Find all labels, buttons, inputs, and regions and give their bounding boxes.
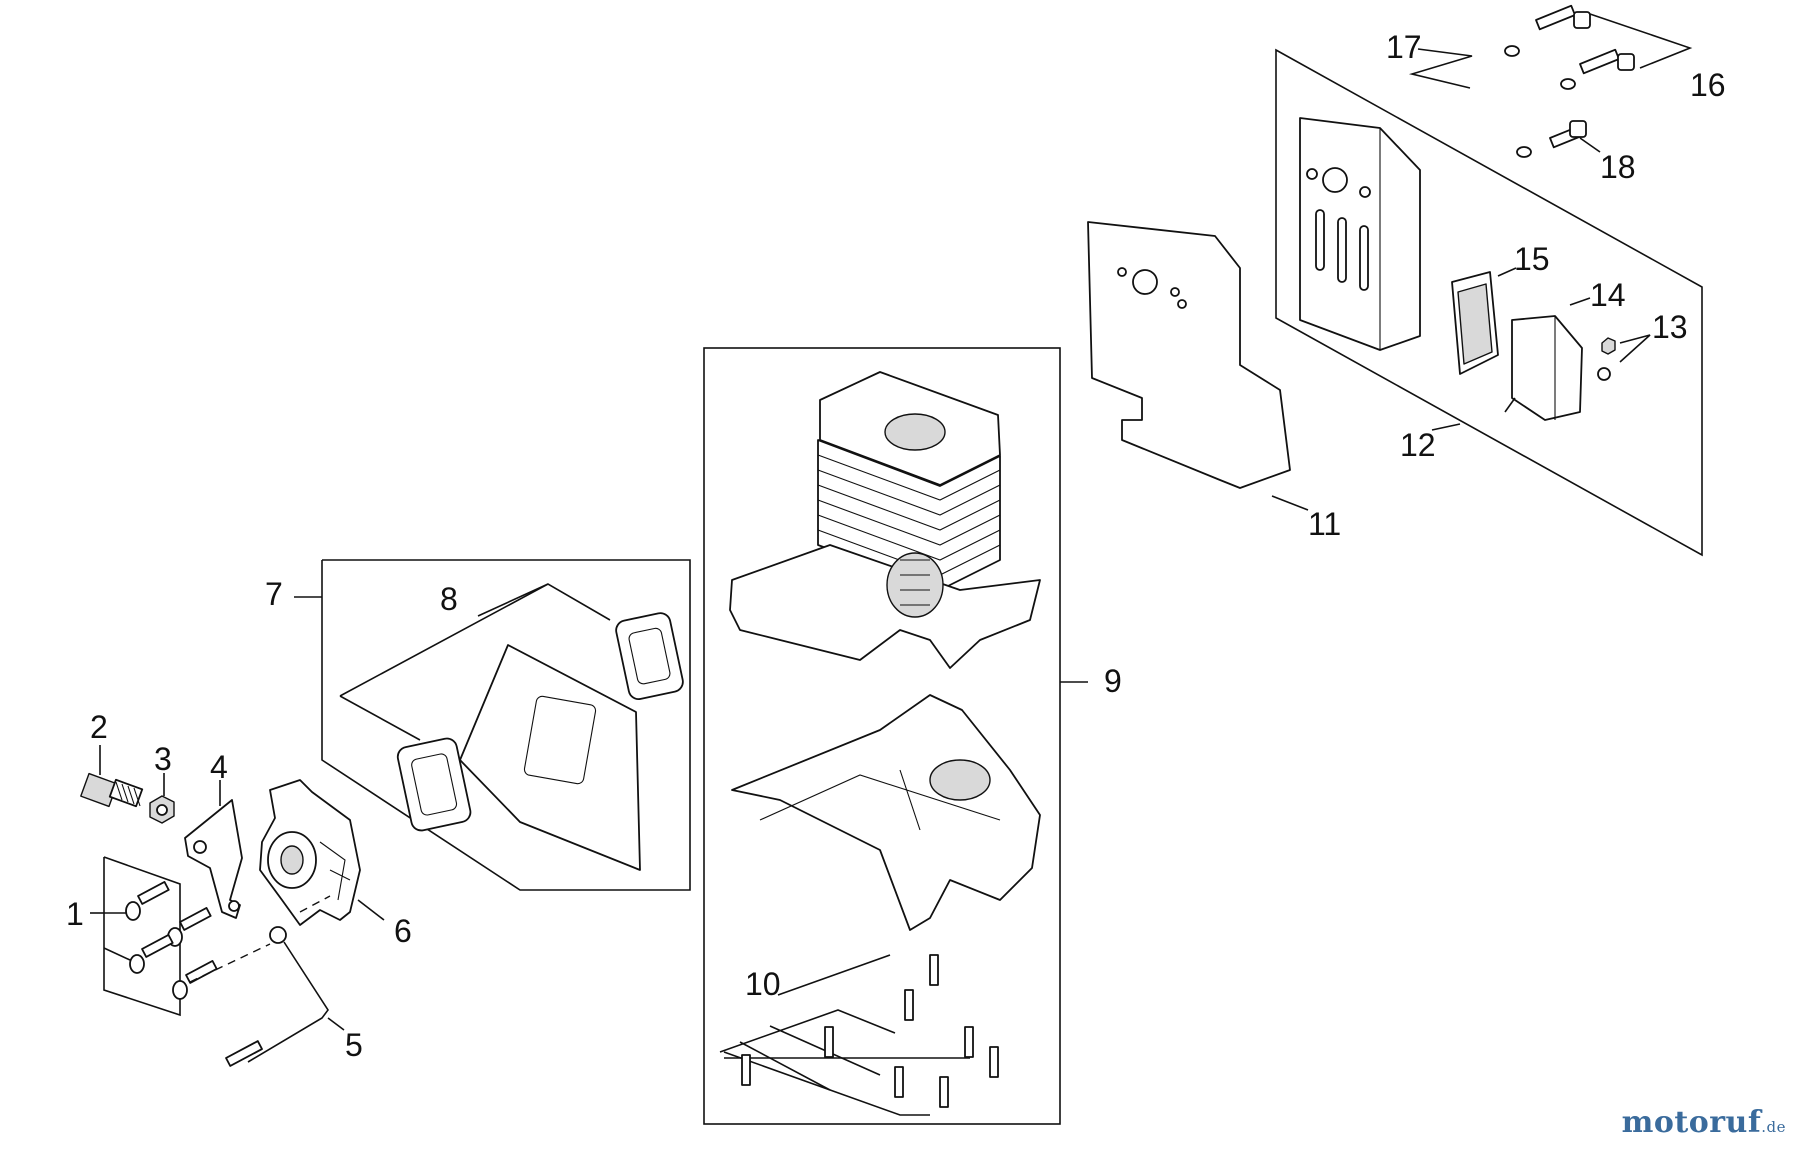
callout-11: 11 xyxy=(1308,506,1341,542)
watermark-logo: motoruf.de xyxy=(1622,1105,1786,1140)
callout-9: 9 xyxy=(1104,663,1122,699)
callout-16: 16 xyxy=(1690,67,1726,103)
frame-7 xyxy=(294,559,691,891)
part-4-bracket xyxy=(184,780,243,919)
watermark-suffix: .de xyxy=(1761,1118,1786,1136)
part-13-screws xyxy=(1597,334,1651,381)
part-16-18-bolts xyxy=(1408,4,1693,158)
part-5-wire xyxy=(189,926,345,1067)
part-2-adjust-screw xyxy=(80,745,144,808)
callout-4: 4 xyxy=(210,749,228,785)
part-14-cover xyxy=(1504,297,1591,421)
callout-7: 7 xyxy=(265,576,283,612)
callout-13: 13 xyxy=(1652,309,1688,345)
callout-2: 2 xyxy=(90,709,108,745)
callout-5: 5 xyxy=(345,1027,363,1063)
callout-labels: 1 2 3 4 5 6 7 8 9 10 11 12 13 14 15 16 1… xyxy=(66,29,1726,1063)
callout-6: 6 xyxy=(394,913,412,949)
part-11-heat-shield xyxy=(1087,221,1309,511)
callout-14: 14 xyxy=(1590,277,1626,313)
part-15-screen xyxy=(1451,267,1517,375)
callout-12: 12 xyxy=(1400,427,1436,463)
frame-12 xyxy=(1275,48,1703,557)
callout-18: 18 xyxy=(1600,149,1636,185)
watermark-brand: motoruf xyxy=(1621,1105,1762,1140)
callout-3: 3 xyxy=(154,741,172,777)
part-1-screws xyxy=(90,856,218,1017)
frame-9 xyxy=(703,347,1061,1125)
callout-1: 1 xyxy=(66,896,84,932)
callout-10: 10 xyxy=(745,966,781,1002)
part-10-bolts xyxy=(719,954,999,1116)
callout-15: 15 xyxy=(1514,241,1550,277)
part-12-muffler xyxy=(1299,117,1461,431)
part-6-carb xyxy=(259,779,385,926)
part-8-gaskets xyxy=(339,583,684,871)
callout-8: 8 xyxy=(440,581,458,617)
callout-17: 17 xyxy=(1386,29,1422,65)
part-9-engine-block xyxy=(729,371,1041,931)
part-3-nut xyxy=(149,773,175,824)
